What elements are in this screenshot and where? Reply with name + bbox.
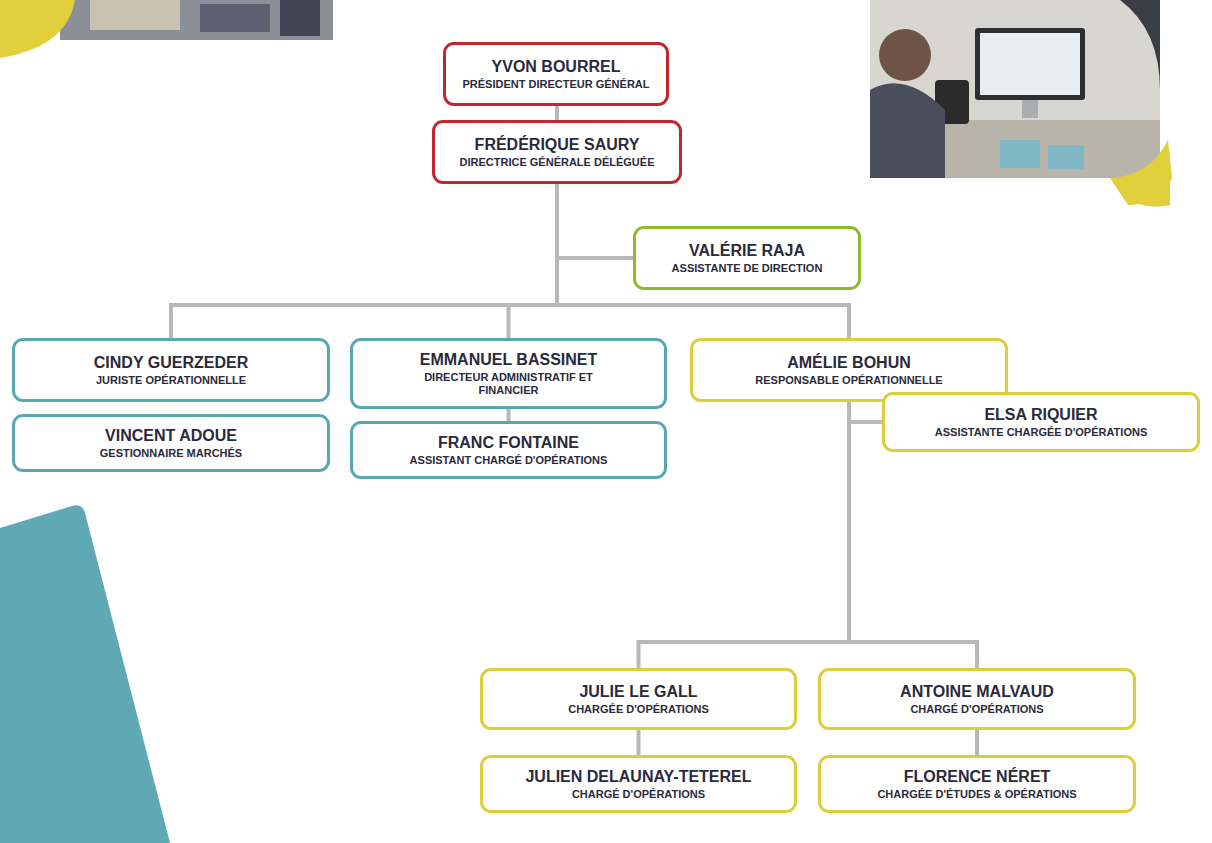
org-box: YVON BOURREL PRÉSIDENT DIRECTEUR GÉNÉRAL <box>443 42 669 106</box>
org-box: ANTOINE MALVAUD CHARGÉ D'OPÉRATIONS <box>818 668 1136 730</box>
org-box: EMMANUEL BASSINET DIRECTEUR ADMINISTRATIF… <box>350 338 667 409</box>
job-title: CHARGÉE D'OPÉRATIONS <box>568 703 709 716</box>
person-name: YVON BOURREL <box>460 57 652 76</box>
org-box: FLORENCE NÉRET CHARGÉE D'ÉTUDES & OPÉRATI… <box>818 755 1136 813</box>
person-name: FLORENCE NÉRET <box>835 767 1119 786</box>
teal-decoration <box>0 505 170 843</box>
org-connector <box>849 402 882 422</box>
org-box: VINCENT ADOUE GESTIONNAIRE MARCHÉS <box>12 414 330 472</box>
job-title: CHARGÉ D'OPÉRATIONS <box>910 703 1043 716</box>
person-name: JULIEN DELAUNAY-TETEREL <box>497 767 780 786</box>
job-title: DIRECTEUR ADMINISTRATIF ET FINANCIER <box>409 371 609 397</box>
job-title: GESTIONNAIRE MARCHÉS <box>100 447 242 460</box>
org-box: FRANC FONTAINE ASSISTANT CHARGÉ D'OPÉRATI… <box>350 421 667 479</box>
org-connector <box>557 184 633 258</box>
org-connector <box>507 409 511 421</box>
person-name: ANTOINE MALVAUD <box>835 682 1119 701</box>
photo-top-left <box>0 0 333 58</box>
job-title: PRÉSIDENT DIRECTEUR GÉNÉRAL <box>462 78 649 91</box>
org-box: ELSA RIQUIER ASSISTANTE CHARGÉE D'OPÉRATI… <box>882 392 1200 452</box>
org-box: JULIE LE GALL CHARGÉE D'OPÉRATIONS <box>480 668 797 730</box>
org-connector <box>637 730 641 755</box>
job-title: ASSISTANTE CHARGÉE D'OPÉRATIONS <box>935 426 1147 439</box>
org-connector <box>171 184 557 338</box>
person-name: FRANC FONTAINE <box>367 433 650 452</box>
org-connector <box>555 106 559 120</box>
job-title: RESPONSABLE OPÉRATIONNELLE <box>755 374 942 387</box>
person-name: VINCENT ADOUE <box>29 426 313 445</box>
org-box: JULIEN DELAUNAY-TETEREL CHARGÉ D'OPÉRATIO… <box>480 755 797 813</box>
org-connector <box>509 184 558 338</box>
person-name: CINDY GUERZEDER <box>29 353 313 372</box>
person-name: JULIE LE GALL <box>497 682 780 701</box>
org-box: FRÉDÉRIQUE SAURY DIRECTRICE GÉNÉRALE DÉLÉ… <box>432 120 682 184</box>
org-connector <box>975 730 979 755</box>
person-name: VALÉRIE RAJA <box>650 241 844 260</box>
job-title: CHARGÉE D'ÉTUDES & OPÉRATIONS <box>877 788 1076 801</box>
org-connector <box>639 402 850 668</box>
person-name: AMÉLIE BOHUN <box>707 353 991 372</box>
photo-top-right <box>870 0 1172 207</box>
person-name: FRÉDÉRIQUE SAURY <box>449 135 665 154</box>
job-title: CHARGÉ D'OPÉRATIONS <box>572 788 705 801</box>
org-box: VALÉRIE RAJA ASSISTANTE DE DIRECTION <box>633 226 861 290</box>
job-title: DIRECTRICE GÉNÉRALE DÉLÉGUÉE <box>460 156 655 169</box>
person-name: EMMANUEL BASSINET <box>367 350 650 369</box>
job-title: ASSISTANTE DE DIRECTION <box>672 262 823 275</box>
person-name: ELSA RIQUIER <box>899 405 1183 424</box>
job-title: ASSISTANT CHARGÉ D'OPÉRATIONS <box>410 454 608 467</box>
org-box: CINDY GUERZEDER JURISTE OPÉRATIONNELLE <box>12 338 330 402</box>
job-title: JURISTE OPÉRATIONNELLE <box>96 374 246 387</box>
